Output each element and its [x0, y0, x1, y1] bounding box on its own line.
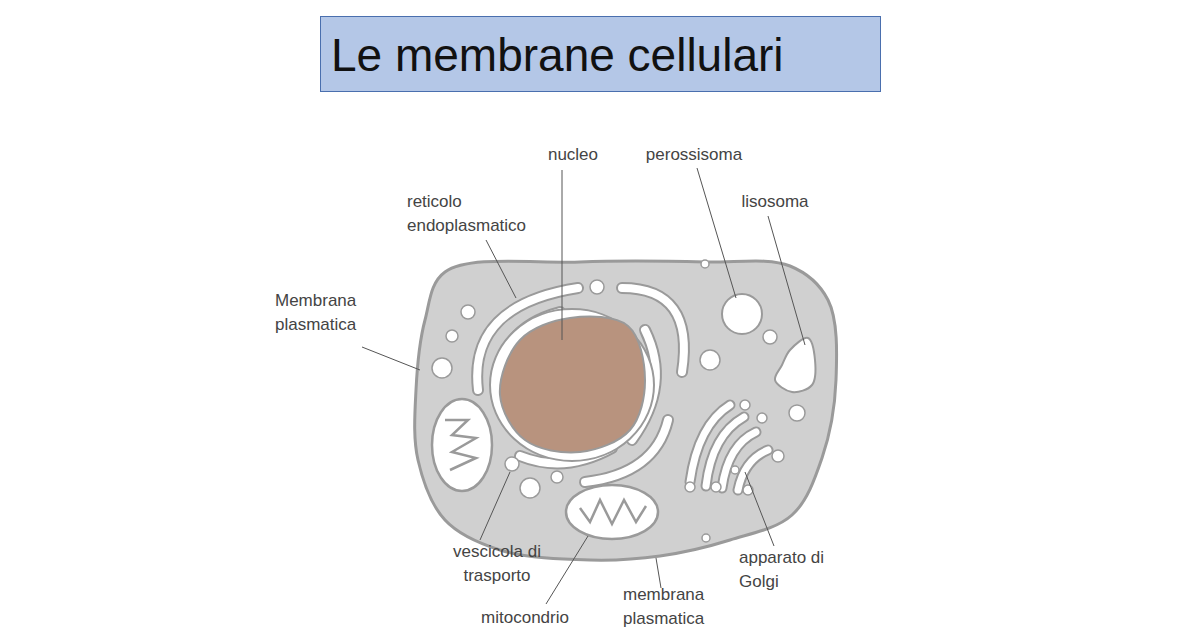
golgi-cisterna: [738, 450, 768, 490]
membrane-notch: [702, 534, 710, 542]
part-label: perossisoma: [634, 143, 754, 167]
nuclear-envelope: [490, 309, 654, 461]
part-label: mitocondrio: [465, 606, 585, 630]
title-banner: Le membrane cellulari: [320, 16, 881, 92]
vesicle: [700, 350, 720, 370]
nucleus: [500, 317, 645, 453]
part-label: lisosoma: [725, 190, 825, 214]
vesicle: [789, 405, 805, 421]
vesicle: [551, 471, 563, 483]
part-label: reticolo endoplasmatico: [407, 190, 567, 238]
vesicle: [461, 305, 475, 319]
vesicle: [772, 450, 784, 462]
slide-title: Le membrane cellulari: [331, 28, 784, 82]
vesicle: [731, 466, 739, 474]
part-label: Membrana plasmatica: [275, 289, 385, 337]
peroxisome: [722, 294, 762, 334]
golgi-edge: [738, 450, 768, 490]
leader-line: [480, 472, 510, 540]
part-label: nucleo: [533, 143, 613, 167]
vesicle: [685, 482, 695, 492]
leader-line: [768, 216, 805, 345]
membrane-notch: [701, 260, 709, 268]
mitochondrion: [566, 485, 658, 539]
leader-line: [546, 536, 588, 604]
lysosome: [775, 338, 816, 392]
leader-line: [362, 347, 420, 370]
mitochondrion: [432, 399, 492, 491]
leader-line: [697, 168, 736, 298]
vesicle: [590, 280, 604, 294]
vesicle: [740, 400, 750, 410]
cell-outline: [415, 261, 837, 560]
leader-line: [562, 170, 563, 340]
cristae: [445, 420, 476, 470]
leader-line: [656, 558, 661, 588]
vesicle: [520, 478, 540, 498]
leader-line: [486, 240, 516, 298]
vesicle: [505, 457, 519, 471]
vesicle: [743, 485, 753, 495]
part-label: apparato di Golgi: [739, 546, 849, 594]
leader-line: [745, 472, 774, 546]
cristae: [580, 500, 646, 524]
vesicle: [763, 330, 777, 344]
vesicle: [757, 413, 767, 423]
vesicle: [446, 330, 458, 342]
part-label: vescicola di trasporto: [437, 540, 557, 588]
vesicle: [432, 358, 452, 378]
vesicle: [711, 482, 721, 492]
part-label: membrana plasmatica: [623, 583, 743, 630]
